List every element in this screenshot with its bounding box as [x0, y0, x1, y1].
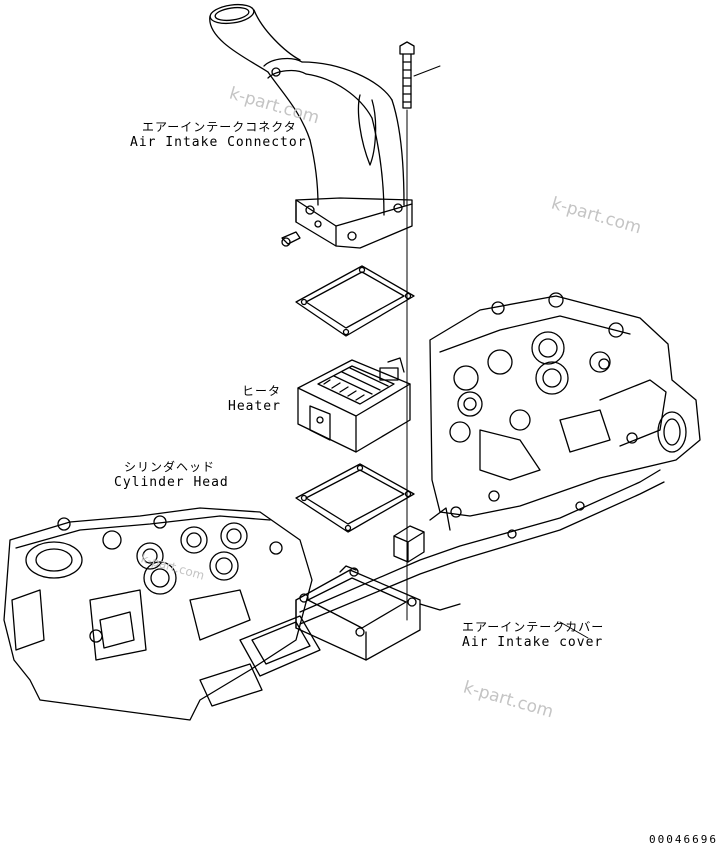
cylinder-head [3, 292, 701, 721]
long-bolt [399, 41, 441, 621]
label-heater: ヒータ Heater [228, 384, 281, 414]
label-jp: シリンダヘッド [124, 460, 216, 474]
label-jp: エアーインテークコネクタ [142, 120, 297, 134]
label-en: Heater [228, 399, 281, 414]
label-en: Cylinder Head [114, 475, 229, 490]
label-cylinder-head: シリンダヘッド Cylinder Head [114, 460, 229, 490]
label-en: Air Intake cover [462, 635, 604, 650]
drawing-code: 00046696 [649, 833, 718, 846]
air-intake-connector [209, 3, 413, 249]
label-air-intake-cover: エアーインテークカバー Air Intake cover [462, 620, 604, 650]
label-air-intake-connector: エアーインテークコネクタ Air Intake Connector [130, 120, 307, 150]
upper-gasket [295, 265, 415, 337]
label-en: Air Intake Connector [130, 135, 307, 150]
leader-lines [559, 621, 589, 639]
heater [297, 357, 411, 453]
lower-gasket [295, 463, 415, 533]
label-jp: ヒータ [241, 384, 281, 398]
label-jp: エアーインテークカバー [462, 620, 605, 634]
